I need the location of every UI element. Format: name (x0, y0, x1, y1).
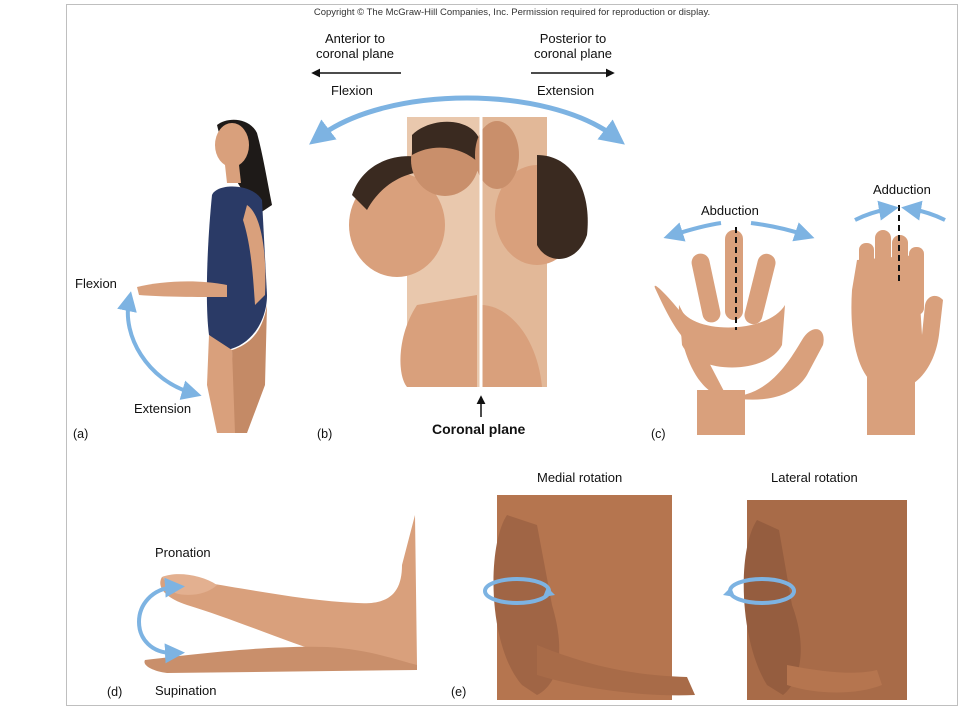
panel-label-e: (e) (451, 685, 467, 699)
flexion-label-a: Flexion (75, 276, 117, 291)
extension-label-a: Extension (134, 401, 192, 416)
copyright-notice: Copyright © The McGraw-Hill Companies, I… (313, 7, 711, 18)
anterior-label: Anterior to coronal plane (307, 31, 403, 61)
flexion-extension-arc-b (309, 95, 625, 145)
medial-rotation-label: Medial rotation (537, 470, 623, 485)
flexion-extension-arc-a (117, 291, 202, 400)
hand-abduction (654, 230, 824, 435)
medial-rotation-arrowhead (543, 587, 555, 597)
panel-label-c: (c) (651, 427, 666, 441)
lateral-rotation-label: Lateral rotation (771, 470, 858, 485)
woman-figure (137, 119, 272, 433)
adduction-arrow-right (901, 200, 946, 222)
pronation-label: Pronation (155, 545, 211, 560)
torso-medial (493, 495, 695, 700)
adduction-label: Adduction (873, 182, 931, 197)
pronation-supination-circle (137, 577, 185, 664)
figure-frame: Copyright © The McGraw-Hill Companies, I… (66, 4, 958, 706)
panel-label-a: (a) (73, 427, 89, 441)
abduction-arrow-left (663, 221, 722, 242)
hand-adduction (851, 230, 943, 435)
torso-lateral (743, 500, 907, 700)
adduction-arrow-left (854, 200, 899, 222)
head-figures (349, 117, 588, 387)
supination-label: Supination (155, 683, 217, 698)
posterior-line2: coronal plane (533, 46, 613, 61)
anterior-line1: Anterior to (325, 31, 385, 46)
panel-label-b: (b) (317, 427, 333, 441)
coronal-plane-label: Coronal plane (432, 421, 526, 437)
panel-label-d: (d) (107, 685, 123, 699)
posterior-line1: Posterior to (539, 31, 607, 46)
illustration-layer (117, 68, 946, 700)
extension-label-b: Extension (537, 83, 595, 98)
flexion-label-b: Flexion (331, 83, 373, 98)
abduction-arrow-right (750, 221, 815, 242)
posterior-label: Posterior to coronal plane (523, 31, 623, 61)
forearms (144, 515, 417, 673)
lateral-rotation-arrowhead (723, 587, 735, 597)
abduction-label: Abduction (701, 203, 759, 218)
anterior-line2: coronal plane (315, 46, 395, 61)
